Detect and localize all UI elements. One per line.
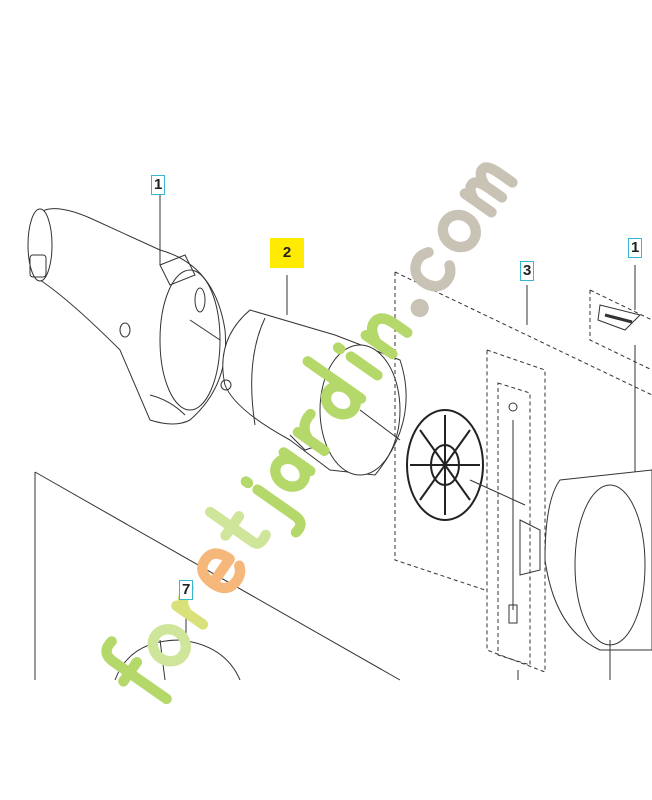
watermark-glyph [292,408,330,457]
watermark-glyph [147,624,191,667]
nozzle-part-1 [27,208,227,425]
watermark-glyph [437,209,482,253]
watermark-glyph [204,506,271,549]
grille-part [406,409,484,521]
watermark-glyph [410,247,456,292]
watermark-glyph [270,447,316,492]
housing-part [519,304,652,651]
callout-part-1-right[interactable]: 1 [628,238,643,258]
screw-part [508,402,518,624]
callout-part-7[interactable]: 7 [179,580,194,600]
watermark-glyph [302,356,367,420]
watermark-glyph [240,476,306,538]
callout-part-1[interactable]: 1 [151,175,166,195]
callout-part-3[interactable]: 3 [520,261,535,281]
assembly-outline [394,271,652,673]
callout-part-2[interactable]: 2 [270,238,304,268]
watermark-glyph [332,342,383,381]
watermark-glyph [360,313,413,360]
watermark-glyph [459,162,518,218]
watermark-glyph [197,548,246,594]
watermark-glyph [410,298,429,318]
watermark-glyph [101,636,172,705]
